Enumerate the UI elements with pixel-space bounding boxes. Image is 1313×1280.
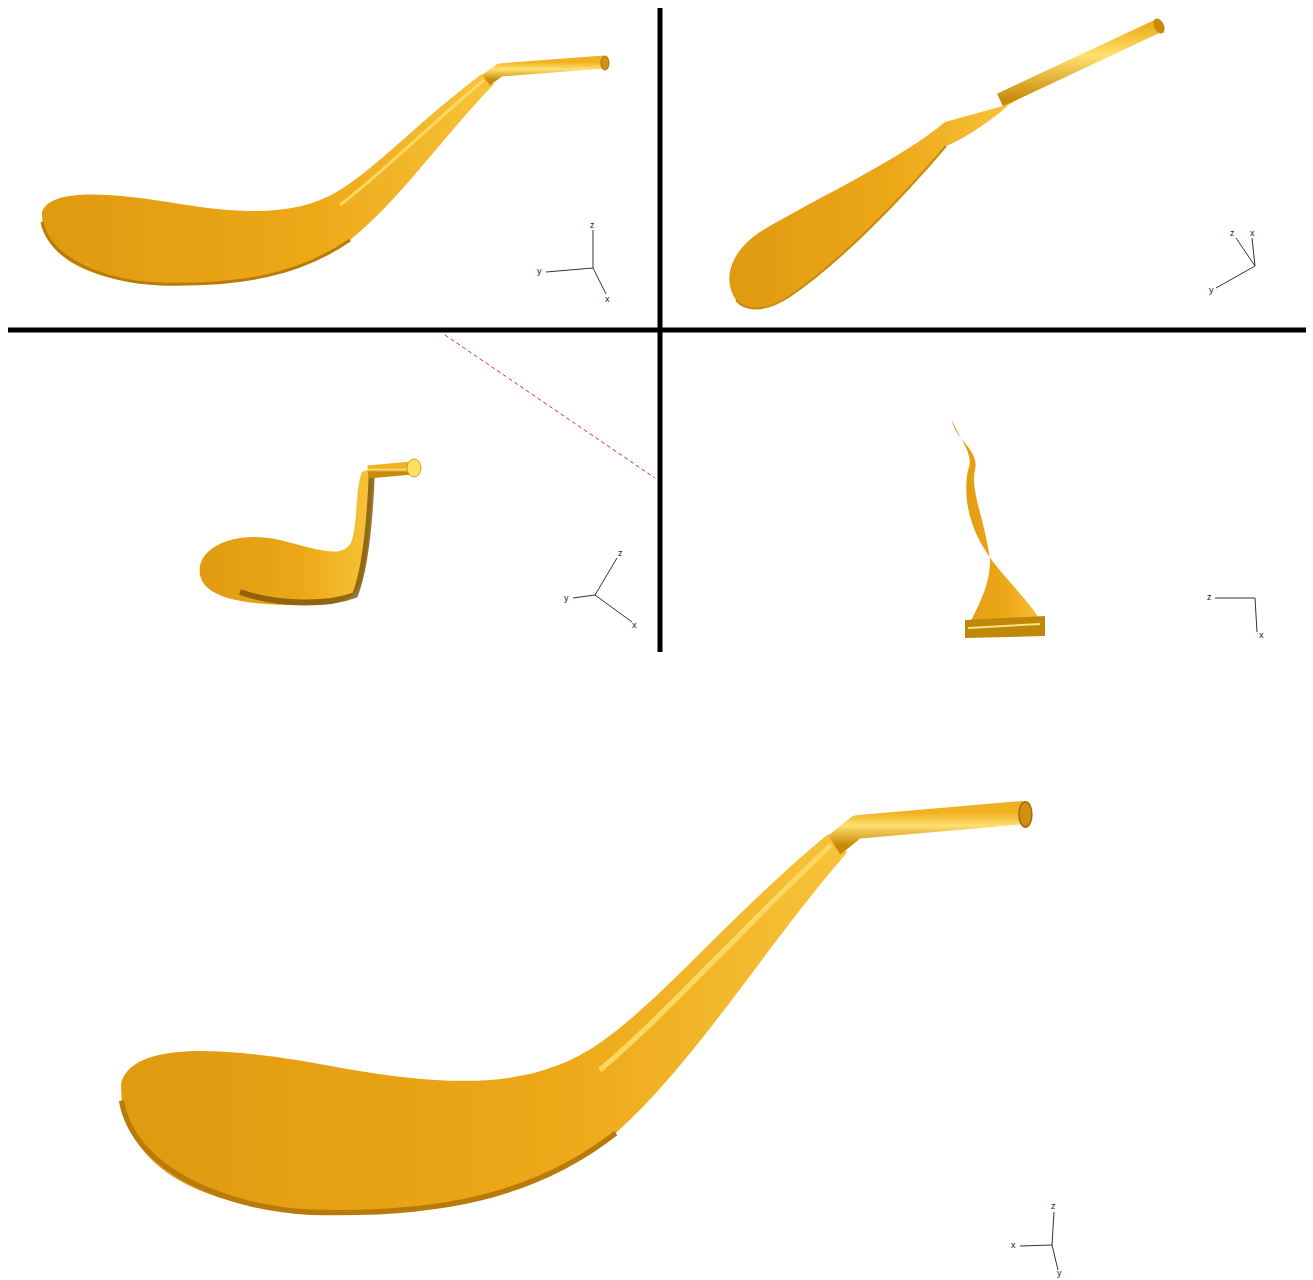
axis-label: x <box>1259 630 1264 640</box>
axis-label: z <box>590 220 595 230</box>
axis-label: x <box>605 294 610 304</box>
axis-label: z <box>618 548 623 558</box>
axis-label: x <box>1011 1240 1016 1250</box>
axis-label: z <box>1207 592 1212 602</box>
axis-label: z <box>1051 1201 1056 1211</box>
axis-label: x <box>632 620 637 630</box>
axis-label: y <box>564 593 569 603</box>
axis-label: x <box>1250 228 1255 238</box>
axis-label: y <box>537 266 542 276</box>
axis-label: y <box>1057 1268 1062 1278</box>
axis-label: z <box>1230 228 1235 238</box>
axis-label: y <box>1209 285 1214 295</box>
